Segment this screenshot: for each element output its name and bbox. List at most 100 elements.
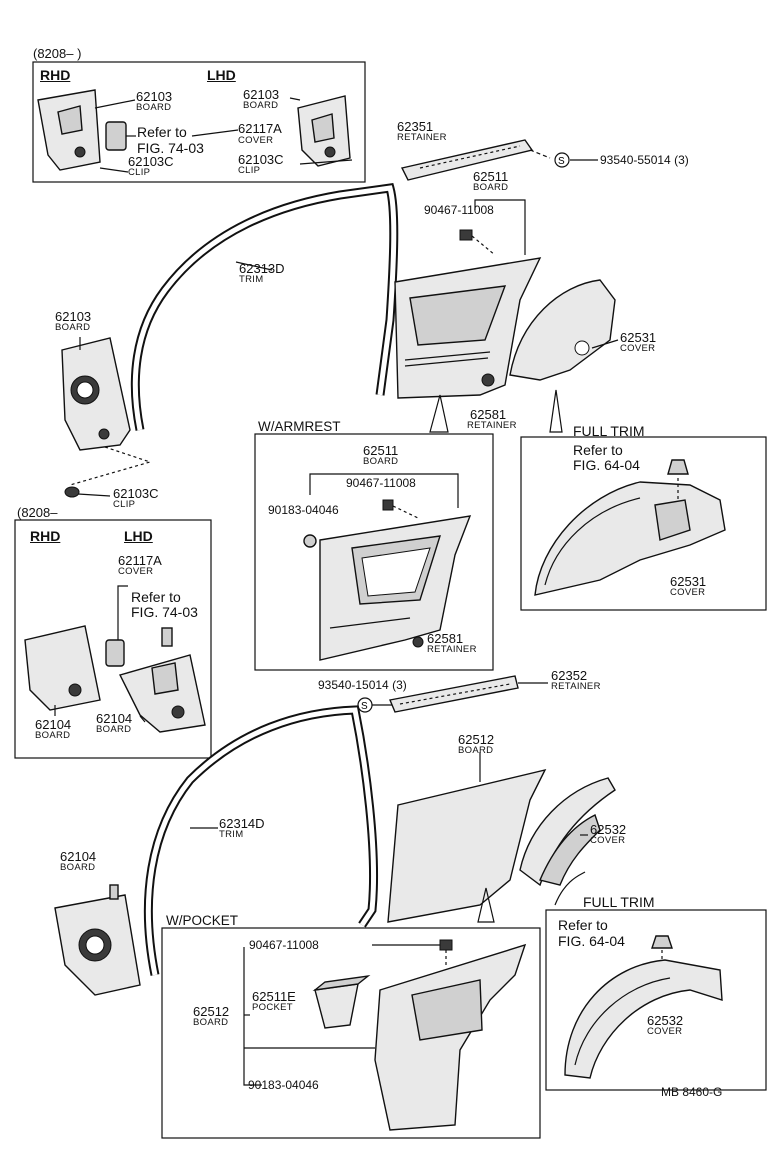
pocket-cap-num: 90183-04046 bbox=[248, 1078, 319, 1092]
armrest-title: W/ARMREST bbox=[258, 419, 341, 434]
pillar-board-62103-sub: BOARD bbox=[55, 322, 91, 333]
board-62511-num: 62511 bbox=[473, 169, 509, 184]
top-board-rhd-num: 62103 bbox=[136, 89, 173, 104]
trim-62313d-inner bbox=[132, 185, 397, 431]
mid-variant-frame bbox=[14, 519, 212, 759]
pillar-board-62104-sub: BOARD bbox=[60, 862, 96, 873]
pillar-board-62103-num: 62103 bbox=[55, 309, 92, 324]
cover-62531-drawing bbox=[509, 279, 616, 381]
armrest-board-sub: BOARD bbox=[363, 456, 399, 467]
retainer-62351-sub: RETAINER bbox=[397, 132, 447, 143]
full-trim-1-refer2: FIG. 64-04 bbox=[573, 457, 640, 473]
arrow-full-trim-2 bbox=[554, 871, 586, 906]
board-62512-num: 62512 bbox=[458, 732, 495, 747]
full-trim-1-refer1: Refer to bbox=[573, 442, 623, 458]
pocket-board-drawing bbox=[374, 943, 527, 1131]
armrest-retainer-sub: RETAINER bbox=[427, 644, 477, 655]
pocket-62511e-num: 62511E bbox=[252, 989, 296, 1004]
pillar-board-62103-drawing bbox=[61, 337, 131, 451]
top-variant-frame bbox=[32, 61, 366, 183]
top-box-rhd: RHD bbox=[40, 67, 71, 83]
top-clip-rhd-sub: CLIP bbox=[128, 167, 151, 178]
trim-62313d-sub: TRIM bbox=[239, 274, 264, 285]
figure-code: MB 8460-G bbox=[661, 1085, 723, 1099]
arrow-full-trim-1 bbox=[549, 389, 563, 433]
cover-62531-sub: COVER bbox=[620, 343, 656, 354]
cap-90183-armrest bbox=[303, 534, 317, 548]
clip-62103c-drawing bbox=[64, 486, 111, 498]
screw-symbol-letter-upper: S bbox=[558, 156, 565, 167]
pocket-bracket-left bbox=[243, 947, 262, 1086]
armrest-frame bbox=[254, 433, 494, 671]
armrest-retainer-num: 62581 bbox=[427, 631, 464, 646]
screw-leader-upper bbox=[529, 149, 551, 159]
full-trim-1-title: FULL TRIM bbox=[573, 423, 645, 439]
arrow-armrest bbox=[429, 394, 449, 433]
clip-62103c-sub: CLIP bbox=[113, 499, 136, 510]
mid-cover-num: 62117A bbox=[118, 553, 162, 568]
pillar-board-62104-drawing bbox=[54, 884, 141, 996]
pocket-title: W/POCKET bbox=[166, 913, 239, 928]
board-62512-drawing bbox=[387, 768, 547, 923]
retainer-62581-upper bbox=[481, 373, 495, 387]
cover-62117a-drawing bbox=[105, 121, 239, 151]
top-clip-lhd-num: 62103C bbox=[238, 152, 284, 167]
retainer-62352-num: 62352 bbox=[551, 668, 588, 683]
trim-62314d-sub: TRIM bbox=[219, 829, 244, 840]
trim-62314d-inner bbox=[145, 707, 376, 976]
top-cover-sub: COVER bbox=[238, 135, 274, 146]
pocket-fastener-num: 90467-11008 bbox=[249, 938, 319, 952]
full-trim-frame-1 bbox=[520, 436, 767, 611]
cover-62532-num: 62532 bbox=[590, 822, 627, 837]
top-board-rhd-sub: BOARD bbox=[136, 102, 172, 113]
top-box-lhd: LHD bbox=[207, 67, 236, 83]
board-62512-sub: BOARD bbox=[458, 745, 494, 756]
screw-symbol-letter-lower: S bbox=[361, 701, 368, 712]
full-trim-2-refer2: FIG. 64-04 bbox=[558, 933, 625, 949]
screw-symbol-upper bbox=[554, 152, 570, 168]
mid-board-lhd-num: 62104 bbox=[96, 711, 133, 726]
pocket-board-sub: BOARD bbox=[193, 1017, 229, 1028]
trim-62313d-leader bbox=[235, 261, 273, 271]
retainer-62581-armrest bbox=[412, 636, 424, 648]
pillar-board-62104-num: 62104 bbox=[60, 849, 97, 864]
top-refer-line2: FIG. 74-03 bbox=[137, 140, 204, 156]
clip-62103c-dash bbox=[69, 446, 153, 486]
full-trim-2-cover-num: 62532 bbox=[647, 1013, 684, 1028]
cover-62532-drawing bbox=[519, 777, 616, 887]
full-trim-1-cover-num: 62531 bbox=[670, 574, 707, 589]
cover-62531-num: 62531 bbox=[620, 330, 657, 345]
retainer-62351-num: 62351 bbox=[397, 119, 434, 134]
mid-cover-sub: COVER bbox=[118, 566, 154, 577]
mid-box-lhd: LHD bbox=[124, 528, 153, 544]
retainer-62352-drawing bbox=[389, 675, 519, 713]
pocket-board-num: 62512 bbox=[193, 1004, 230, 1019]
top-refer-line1: Refer to bbox=[137, 124, 187, 140]
board-62104-rhd-drawing bbox=[24, 625, 101, 711]
trim-62314d-outer bbox=[143, 705, 378, 976]
armrest-board-drawing bbox=[319, 515, 472, 661]
top-clip-rhd-num: 62103C bbox=[128, 154, 174, 169]
mid-board-rhd-num: 62104 bbox=[35, 717, 72, 732]
fastener-90467-upper-num: 90467-11008 bbox=[424, 203, 494, 217]
retainer-62352-sub: RETAINER bbox=[551, 681, 601, 692]
retainer-62581-upper-num: 62581 bbox=[470, 407, 507, 422]
screw-93540-15014: 93540-15014 (3) bbox=[318, 678, 407, 692]
clip-leader-rhd bbox=[99, 167, 129, 173]
mid-board-lhd-sub: BOARD bbox=[96, 724, 132, 735]
fastener-90467-upper bbox=[459, 229, 496, 256]
armrest-board-num: 62511 bbox=[363, 443, 399, 458]
cover-62531-leader bbox=[591, 339, 619, 349]
full-trim-frame-2 bbox=[545, 909, 767, 1091]
mid-box-rhd: RHD bbox=[30, 528, 61, 544]
retainer-62351-drawing bbox=[400, 139, 534, 181]
fastener-90467-armrest bbox=[382, 499, 419, 519]
clip-leader-lhd bbox=[299, 159, 353, 165]
full-trim-1-cover-sub: COVER bbox=[670, 587, 706, 598]
mid-board-rhd-sub: BOARD bbox=[35, 730, 71, 741]
board-62103-lhd-drawing bbox=[289, 95, 351, 167]
pocket-62511e-sub: POCKET bbox=[252, 1002, 293, 1013]
trim-62313d-outer bbox=[130, 182, 399, 431]
full-trim-2-title: FULL TRIM bbox=[583, 894, 655, 910]
